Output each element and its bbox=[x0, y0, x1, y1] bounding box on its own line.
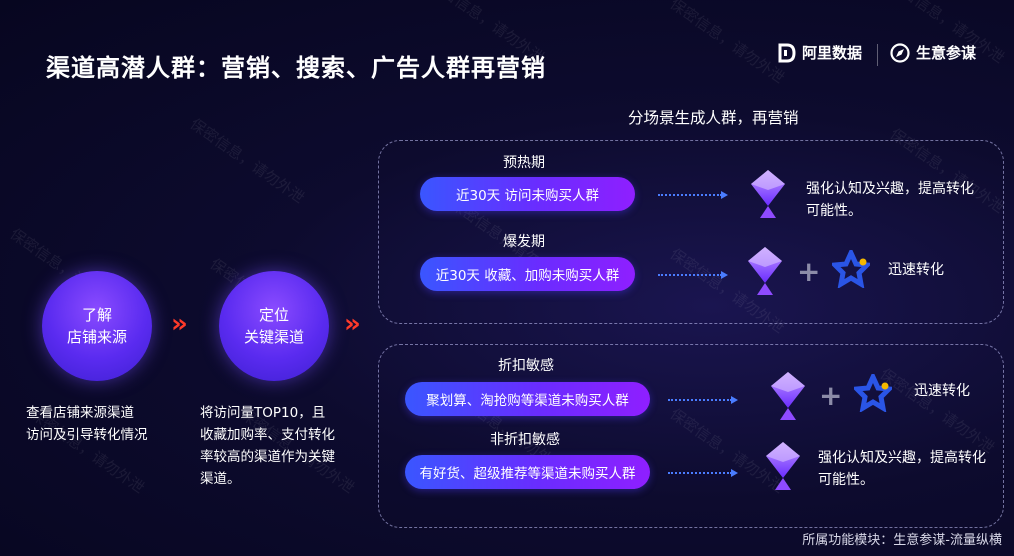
gem-icon bbox=[748, 247, 782, 295]
gem-icon bbox=[766, 442, 800, 490]
watermark: 保密信息，请勿外泄 bbox=[666, 0, 788, 88]
step-circle-understand: 了解 店铺来源 bbox=[42, 271, 152, 381]
row-label: 折扣敏感 bbox=[498, 358, 554, 374]
group-box-discount bbox=[378, 344, 1004, 528]
compass-logo-icon bbox=[890, 42, 910, 63]
arrow-right-icon bbox=[668, 469, 738, 477]
plus-icon: + bbox=[797, 255, 821, 288]
arrow-right-icon bbox=[668, 396, 738, 404]
chevron-right-icon: » bbox=[344, 309, 361, 339]
audience-pill[interactable]: 近30天 收藏、加购未购买人群 bbox=[420, 257, 635, 291]
arrow-right-icon bbox=[658, 191, 728, 199]
group-box-promotion bbox=[378, 140, 1004, 324]
step-subtitle: 关键渠道 bbox=[243, 328, 304, 346]
plus-icon: + bbox=[819, 379, 843, 412]
result-text: 强化认知及兴趣，提高转化 可能性。 bbox=[818, 450, 986, 488]
section-title: 分场景生成人群，再营销 bbox=[628, 109, 799, 127]
watermark: 保密信息，请勿外泄 bbox=[186, 114, 308, 208]
step-circle-locate: 定位 关键渠道 bbox=[219, 271, 329, 381]
step-title: 了解 bbox=[81, 306, 112, 324]
chevron-right-icon: » bbox=[171, 309, 188, 339]
brand-divider bbox=[877, 44, 878, 66]
brand-alibaba-data: 阿里数据 bbox=[778, 42, 862, 63]
row-label: 爆发期 bbox=[503, 234, 545, 250]
gem-icon bbox=[751, 170, 785, 218]
step-description: 查看店铺来源渠道 访问及引导转化情况 bbox=[26, 405, 148, 443]
audience-pill[interactable]: 有好货、超级推荐等渠道未购买人群 bbox=[405, 455, 650, 489]
step-title: 定位 bbox=[258, 306, 289, 324]
result-text: 迅速转化 bbox=[914, 383, 970, 399]
alibaba-data-logo-icon bbox=[778, 43, 796, 62]
page-title: 渠道高潜人群：营销、搜索、广告人群再营销 bbox=[46, 54, 546, 82]
audience-pill[interactable]: 聚划算、淘抢购等渠道未购买人群 bbox=[405, 382, 650, 416]
audience-pill[interactable]: 近30天 访问未购买人群 bbox=[420, 177, 635, 211]
result-text: 强化认知及兴趣，提高转化 可能性。 bbox=[806, 181, 974, 219]
step-subtitle: 店铺来源 bbox=[66, 328, 127, 346]
step-description: 将访问量TOP10，且 收藏加购率、支付转化 率较高的渠道作为关键 渠道。 bbox=[200, 405, 335, 487]
brand-left-label: 阿里数据 bbox=[802, 44, 863, 62]
star-badge-icon bbox=[832, 250, 870, 288]
star-badge-icon bbox=[854, 374, 892, 412]
brand-right-label: 生意参谋 bbox=[916, 44, 977, 62]
gem-icon bbox=[771, 372, 805, 420]
row-label: 预热期 bbox=[503, 155, 545, 171]
result-text: 迅速转化 bbox=[888, 262, 944, 278]
arrow-right-icon bbox=[658, 271, 728, 279]
brand-shengyi: 生意参谋 bbox=[890, 42, 976, 63]
footer-module-note: 所属功能模块：生意参谋-流量纵横 bbox=[802, 533, 1002, 548]
row-label: 非折扣敏感 bbox=[490, 432, 560, 448]
